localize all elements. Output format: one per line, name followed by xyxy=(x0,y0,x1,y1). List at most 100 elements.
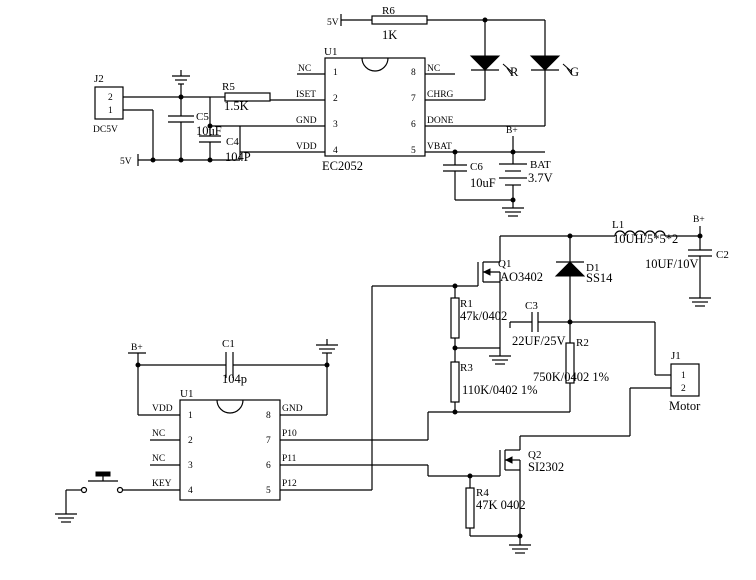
capacitor-c6-value: 10uF xyxy=(470,176,496,190)
ic-ec2052: U1 EC2052 1 2 3 4 8 7 6 5 NC ISET GND VD… xyxy=(296,46,454,173)
ic-ec2052-pin3-num: 3 xyxy=(333,120,338,130)
resistor-r2: R2 750K/0402 1% xyxy=(533,322,609,412)
ic-ec2052-pin5-name: VBAT xyxy=(427,142,452,152)
controller-circuit: B+ C1 104p U1 1 2 3 xyxy=(55,285,470,523)
mosfet-q2-part: SI2302 xyxy=(528,460,564,474)
connector-j2-ref: J2 xyxy=(94,73,104,85)
ic-controller-pin2-num: 2 xyxy=(188,436,193,446)
capacitor-c4: C4 104P xyxy=(199,126,251,164)
ic-ec2052-pin5-num: 5 xyxy=(411,146,416,156)
connector-j2: J2 2 1 DC5V xyxy=(93,73,124,135)
ic-ec2052-pin2-name: ISET xyxy=(296,90,316,100)
ic-controller-pin4-num: 4 xyxy=(188,486,193,496)
ic-ec2052-pin6-name: DONE xyxy=(427,116,454,126)
ground-c5 xyxy=(172,70,190,97)
capacitor-c2-value: 10UF/10V xyxy=(645,257,698,271)
ground-key xyxy=(55,513,77,523)
battery-node-label: B+ xyxy=(506,126,518,136)
capacitor-c3: C3 22UF/25V xyxy=(510,300,570,348)
capacitor-c2: C2 10UF/10V xyxy=(645,249,729,298)
boost-circuit: L1 10UH/5*5*2 B+ C2 10UF/10V xyxy=(428,215,729,554)
resistor-r1-ref: R1 xyxy=(460,298,473,310)
mosfet-q1-ref: Q1 xyxy=(498,258,511,270)
ic-controller-pin1-name: VDD xyxy=(152,404,173,414)
ground-controller xyxy=(316,339,338,415)
ic-ec2052-pin8-name: NC xyxy=(427,64,440,74)
resistor-r5: R5 1.5K xyxy=(210,81,271,113)
ic-controller-pin7-name: P10 xyxy=(282,429,297,439)
supply-5v-left-label: 5V xyxy=(120,157,132,167)
ic-controller-pin5-name: P12 xyxy=(282,479,297,489)
inductor-l1-ref: L1 xyxy=(612,219,624,231)
capacitor-c5-ref: C5 xyxy=(196,111,209,123)
connector-j1-ref: J1 xyxy=(671,350,681,362)
resistor-r6: R6 1K xyxy=(371,5,428,42)
resistor-r1: R1 47k/0402 xyxy=(450,286,507,362)
diode-d1: D1 SS14 xyxy=(554,236,613,322)
ic-controller-pin5-num: 5 xyxy=(266,486,271,496)
ic-ec2052-part: EC2052 xyxy=(322,159,363,173)
battery-bat: BAT 3.7V xyxy=(499,152,553,208)
resistor-r5-ref: R5 xyxy=(222,81,235,93)
ic-controller-pin6-name: P11 xyxy=(282,454,297,464)
bplus-left: B+ xyxy=(128,343,146,415)
bplus-right-label: B+ xyxy=(693,215,705,225)
ic-controller-pin8-name: GND xyxy=(282,404,303,414)
led-red: R xyxy=(469,55,519,79)
ic-ec2052-pin4-num: 4 xyxy=(333,146,338,156)
resistor-r4: R4 47K 0402 xyxy=(465,476,526,536)
ic-ec2052-pin1-num: 1 xyxy=(333,68,338,78)
ic-ec2052-ref: U1 xyxy=(324,46,337,58)
supply-5v-top-label: 5V xyxy=(327,18,339,28)
connector-j1-pin2: 2 xyxy=(681,384,686,394)
diode-d1-ref: D1 xyxy=(586,262,599,274)
ground-q2 xyxy=(509,544,531,554)
ic-controller-pin6-num: 6 xyxy=(266,461,271,471)
led-green-label: G xyxy=(570,65,579,79)
capacitor-c1: C1 104p xyxy=(222,338,247,386)
connector-j2-pin1: 1 xyxy=(108,106,113,116)
ic-ec2052-pin6-num: 6 xyxy=(411,120,416,130)
resistor-r2-ref: R2 xyxy=(576,337,589,349)
charger-circuit: U1 EC2052 1 2 3 4 8 7 6 5 NC ISET GND VD… xyxy=(93,5,579,217)
ground-c2 xyxy=(689,297,711,307)
capacitor-c5-value: 10uF xyxy=(196,124,222,138)
ground-battery xyxy=(502,207,524,217)
capacitor-c3-ref: C3 xyxy=(525,300,538,312)
mosfet-q1: Q1 AO3402 xyxy=(477,236,543,300)
ic-controller-pin1-num: 1 xyxy=(188,411,193,421)
mosfet-q1-part: AO3402 xyxy=(500,270,543,284)
diode-d1-part: SS14 xyxy=(586,271,613,285)
ic-controller-pin4-name: KEY xyxy=(152,479,172,489)
ic-controller-pin7-num: 7 xyxy=(266,436,271,446)
supply-5v-top: 5V xyxy=(327,14,372,28)
capacitor-c6-ref: C6 xyxy=(470,161,483,173)
ic-controller-pin3-num: 3 xyxy=(188,461,193,471)
resistor-r6-value: 1K xyxy=(382,28,397,42)
connector-j1-pin1: 1 xyxy=(681,371,686,381)
capacitor-c4-value: 104P xyxy=(225,150,251,164)
led-red-label: R xyxy=(510,65,519,79)
ic-controller: U1 1 2 3 4 8 7 6 5 VDD NC NC KEY GND P10… xyxy=(152,388,303,501)
bplus-left-label: B+ xyxy=(131,343,143,353)
ic-controller-ref: U1 xyxy=(180,388,193,400)
capacitor-c3-value: 22UF/25V xyxy=(512,334,565,348)
inductor-l1: L1 10UH/5*5*2 xyxy=(612,219,678,246)
resistor-r3-value: 110K/0402 1% xyxy=(462,383,538,397)
capacitor-c6: C6 10uF xyxy=(443,152,496,200)
ic-ec2052-pin2-num: 2 xyxy=(333,94,338,104)
key-button xyxy=(65,471,150,514)
resistor-r3-ref: R3 xyxy=(460,362,473,374)
led-green: G xyxy=(529,55,579,79)
mosfet-q2-ref: Q2 xyxy=(528,449,541,461)
capacitor-c4-ref: C4 xyxy=(226,136,239,148)
ic-controller-pin8-num: 8 xyxy=(266,411,271,421)
resistor-r3: R3 110K/0402 1% xyxy=(450,361,538,412)
capacitor-c2-ref: C2 xyxy=(716,249,729,261)
resistor-r1-value: 47k/0402 xyxy=(460,309,507,323)
battery-bat-value: 3.7V xyxy=(528,171,553,185)
resistor-r2-value: 750K/0402 1% xyxy=(533,370,609,384)
resistor-r6-ref: R6 xyxy=(382,5,395,17)
resistor-r5-value: 1.5K xyxy=(224,99,249,113)
